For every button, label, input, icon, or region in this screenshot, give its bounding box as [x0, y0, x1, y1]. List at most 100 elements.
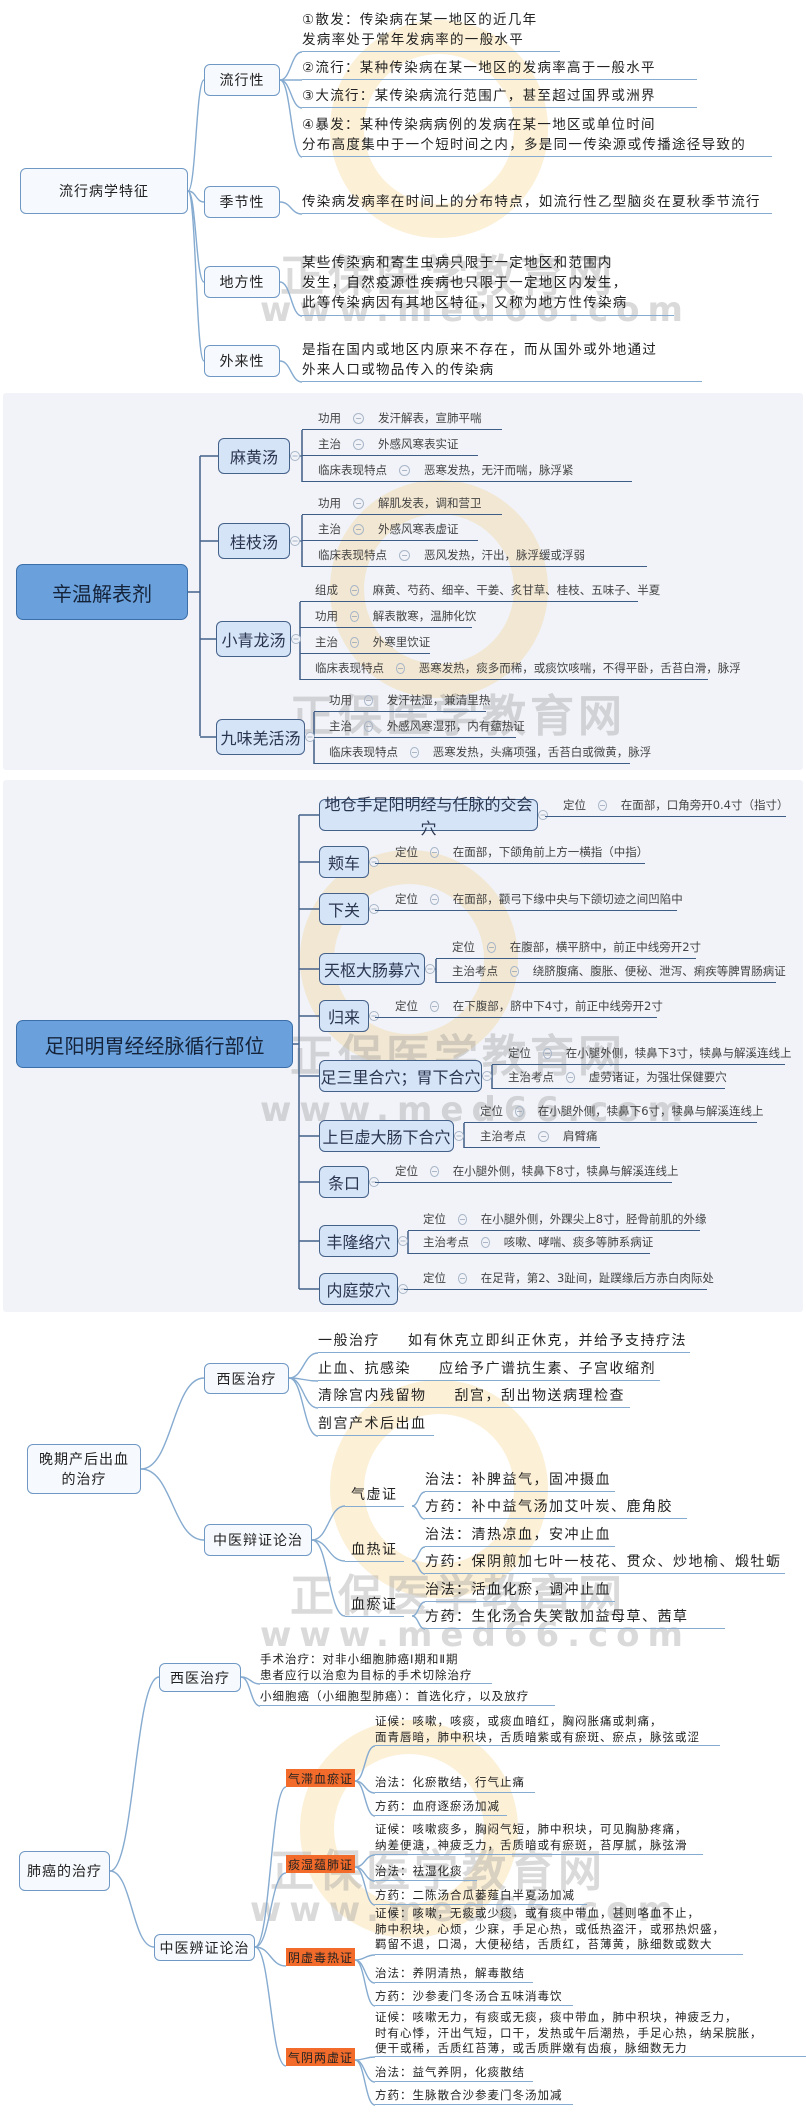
connector [240, 1676, 261, 1707]
branch-topic[interactable]: 流行性 [204, 64, 280, 96]
leaf-row: 一般治疗如有休克立即纠正休克，并给予支持疗法 [318, 1330, 690, 1353]
leaf-text: 某些传染病和寄生虫病只限于一定地区和范围内 发生，自然疫源性疾病也只限于一定地区… [302, 253, 674, 316]
collapse-icon[interactable]: − [458, 1214, 467, 1225]
leaf-text: 方药：生化汤合失笑散加益母草、茜草 [425, 1606, 725, 1629]
collapse-icon[interactable]: − [399, 465, 410, 476]
leaf-text: 治法：清热凉血，安冲止血 [425, 1524, 615, 1547]
leaf-label: 主治考点 [423, 1235, 469, 1249]
leaf-row: 功用−发汗祛湿，兼清里热 [314, 690, 490, 712]
acupoint-topic-label: 下关 [327, 901, 360, 920]
syndrome-topic[interactable]: 血热证 [345, 1539, 404, 1562]
branch-topic[interactable]: 西医治疗 [159, 1663, 241, 1692]
collapse-icon[interactable]: − [598, 800, 607, 811]
leaf-row: 定位−在腹部，横平脐中，前正中线旁开2寸 [436, 937, 701, 959]
collapse-icon[interactable]: − [396, 663, 405, 674]
root-topic[interactable]: 足阳明胃经经脉循行部位 [16, 1020, 293, 1068]
leaf-label: 主治 [318, 522, 341, 536]
formula-topic[interactable]: 小青龙汤 [216, 621, 291, 657]
leaf-text: 治法：化瘀散结，行气止痛 [375, 1775, 535, 1793]
syndrome-topic[interactable]: 痰湿蕴肺证 [286, 1855, 355, 1873]
collapse-icon[interactable]: − [350, 637, 359, 648]
collapse-icon[interactable]: − [353, 524, 364, 535]
leaf-label: 定位 [395, 892, 418, 906]
acupoint-topic[interactable]: 上巨虚大肠下合穴 [319, 1120, 454, 1152]
branch-topic[interactable]: 西医治疗 [204, 1363, 289, 1394]
syndrome-topic[interactable]: 阴虚毒热证 [286, 1948, 355, 1966]
syndrome-topic[interactable]: 血瘀证 [345, 1594, 404, 1617]
collapse-icon[interactable]: − [410, 747, 419, 758]
leaf-value: 在小腿外侧，外踝尖上8寸，胫骨前肌的外缘 [480, 1212, 707, 1226]
collapse-icon[interactable]: − [543, 1048, 552, 1059]
leaf-label: 清除宫内残留物 [318, 1388, 427, 1404]
collapse-icon[interactable]: − [487, 942, 496, 953]
leaf-text: 方药：补中益气汤加艾叶炭、鹿角胶 [425, 1496, 687, 1519]
root-topic[interactable]: 流行病学特征 [20, 168, 188, 214]
branch-topic[interactable]: 季节性 [204, 186, 280, 218]
acupoint-topic[interactable]: 足三里合穴；胃下合穴 [319, 1060, 482, 1092]
acupoint-topic[interactable]: 地仓手足阳明经与任脉的交会穴 [319, 795, 538, 838]
collapse-icon[interactable]: − [353, 439, 364, 450]
leaf-value: 发汗解表，宣肺平喘 [378, 411, 482, 425]
connector [109, 1676, 160, 1872]
leaf-label: 功用 [318, 411, 341, 425]
leaf-label: 临床表现特点 [318, 548, 387, 562]
leaf-row: 剖宫产术后出血 [318, 1413, 434, 1436]
formula-topic[interactable]: 麻黄汤 [218, 438, 290, 474]
collapse-icon[interactable]: − [430, 1166, 439, 1177]
acupoint-topic[interactable]: 归来 [319, 1000, 369, 1032]
root-topic[interactable]: 肺癌的治疗 [19, 1851, 110, 1891]
collapse-icon[interactable]: − [538, 1131, 549, 1142]
acupoint-topic[interactable]: 条口 [319, 1166, 369, 1198]
leaf-row: 定位−在下腹部，脐中下4寸，前正中线旁开2寸 [375, 996, 663, 1018]
formula-topic-label: 小青龙汤 [221, 631, 286, 650]
syndrome-topic[interactable]: 气虚证 [345, 1484, 404, 1507]
branch-topic[interactable]: 地方性 [204, 266, 280, 298]
connector [140, 1377, 205, 1470]
collapse-icon[interactable]: − [515, 1106, 524, 1117]
leaf-row: 定位−在小腿外侧，犊鼻下6寸，犊鼻与解溪连线上 [464, 1101, 764, 1123]
leaf-label: 一般治疗 [318, 1333, 380, 1349]
collapse-icon[interactable]: − [353, 498, 364, 509]
leaf-value: 在腹部，横平脐中，前正中线旁开2寸 [509, 940, 702, 954]
collapse-icon[interactable]: − [364, 721, 373, 732]
collapse-icon[interactable]: − [430, 1001, 439, 1012]
leaf-text: 证候：咳嗽，咳痰，或痰血暗红，胸闷胀痛或刺痛， 面青唇暗，肺中积块，舌质暗紫或有… [375, 1714, 720, 1746]
acupoint-topic[interactable]: 内庭荥穴 [319, 1273, 398, 1305]
acupoint-topic-label: 归来 [327, 1008, 360, 1027]
root-topic[interactable]: 辛温解表剂 [16, 564, 188, 620]
collapse-icon[interactable]: − [353, 413, 364, 424]
collapse-icon[interactable]: − [510, 966, 519, 977]
collapse-icon[interactable]: − [350, 585, 359, 596]
acupoint-topic[interactable]: 丰隆络穴 [319, 1225, 398, 1257]
leaf-row: 功用−解肌发表，调和营卫 [302, 493, 502, 515]
leaf-row: 组成−麻黄、芍药、细辛、干姜、炙甘草、桂枝、五味子、半夏 [300, 580, 660, 602]
leaf-label: 主治考点 [508, 1070, 554, 1084]
branch-topic[interactable]: 中医辩证论治 [204, 1524, 312, 1556]
collapse-icon[interactable]: − [399, 550, 410, 561]
acupoint-topic[interactable]: 天枢大肠募穴 [319, 953, 425, 985]
root-topic-label: 流行病学特征 [59, 184, 149, 200]
syndrome-topic[interactable]: 气阴两虚证 [286, 2048, 355, 2066]
collapse-icon[interactable]: − [350, 611, 359, 622]
collapse-icon[interactable]: − [430, 847, 439, 858]
leaf-label: 临床表现特点 [318, 463, 387, 477]
collapse-icon[interactable]: − [430, 894, 439, 905]
branch-topic[interactable]: 中医辨证论治 [154, 1934, 255, 1961]
collapse-icon[interactable]: − [364, 695, 373, 706]
leaf-value: 外感风寒湿邪，内有蕴热证 [386, 719, 525, 733]
collapse-icon[interactable]: − [458, 1273, 467, 1284]
leaf-text: 方药：保阴煎加七叶一枝花、贯众、炒地榆、煅牡蛎 [425, 1551, 785, 1574]
leaf-text: 是指在国内或地区内原来不存在，而从国外或外地通过 外来人口或物品传入的传染病 [302, 340, 702, 382]
connector [411, 1601, 426, 1617]
formula-topic[interactable]: 九味羌活汤 [216, 719, 305, 755]
leaf-text: ④暴发：某种传染病病例的发病在某一地区或单位时间 分布高度集中于一个短时间之内，… [302, 115, 772, 157]
collapse-icon[interactable]: − [566, 1072, 575, 1083]
root-topic[interactable]: 晚期产后出血 的治疗 [27, 1444, 141, 1494]
formula-topic[interactable]: 桂枝汤 [218, 523, 290, 559]
acupoint-topic[interactable]: 下关 [319, 893, 369, 925]
acupoint-topic[interactable]: 颊车 [319, 846, 369, 878]
branch-topic[interactable]: 外来性 [204, 345, 280, 377]
collapse-icon[interactable]: − [481, 1237, 490, 1248]
leaf-value: 绕脐腹痛、腹胀、便秘、泄泻、痢疾等脾胃肠病证 [532, 964, 786, 978]
syndrome-topic[interactable]: 气滞血瘀证 [286, 1769, 355, 1787]
